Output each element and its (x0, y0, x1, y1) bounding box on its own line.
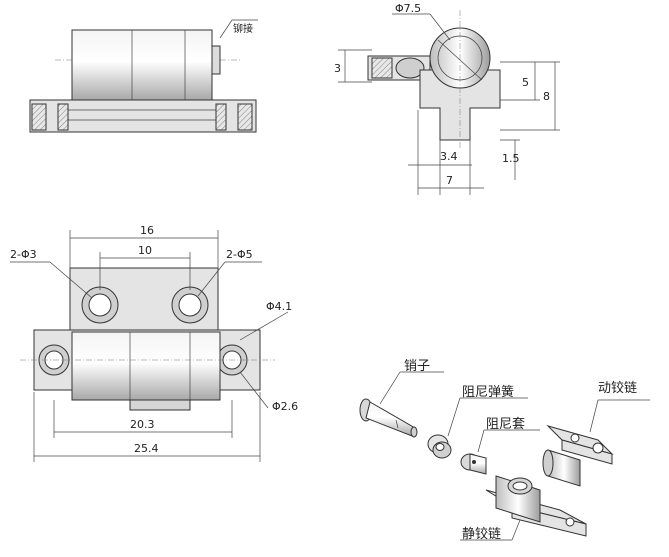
dim-span-16: 16 (140, 224, 154, 237)
static-hinge-label: 静铰链 (462, 527, 501, 542)
dim-side-3: 3 (334, 62, 341, 75)
front-barrel (71, 29, 213, 101)
dim-side-1-5: 1.5 (502, 152, 520, 165)
static-hinge-part (485, 475, 587, 537)
dim-side-5: 5 (522, 76, 529, 89)
dim-side-diameter: Φ7.5 (395, 2, 421, 15)
pin-label: 销子 (404, 359, 430, 374)
front-view: 铆接 (29, 19, 258, 133)
dim-inner-hole: Φ2.6 (272, 400, 298, 413)
dim-outer-hole: Φ4.1 (266, 300, 292, 313)
dim-side-8: 8 (543, 90, 550, 103)
dim-holes-small: 2-Φ3 (10, 248, 37, 261)
rivet-label: 铆接 (233, 22, 253, 35)
damping-sleeve-part (460, 453, 487, 475)
exploded-view: 销子 阻尼弹簧 阻尼套 动铰链 (359, 359, 650, 542)
damping-spring-part (427, 434, 452, 459)
dim-span-25-4: 25.4 (134, 442, 159, 455)
dim-span-20-3: 20.3 (130, 418, 155, 431)
damping-spring-label: 阻尼弹簧 (462, 384, 514, 400)
top-view: 16 10 2-Φ3 2-Φ5 Φ4.1 Φ2.6 20.3 25.4 (10, 224, 298, 462)
dim-holes-large: 2-Φ5 (226, 248, 253, 261)
side-view: 3 5 8 1.5 3.4 7 Φ7.5 (334, 2, 560, 195)
pin-part (359, 398, 418, 438)
moving-hinge-part (542, 425, 614, 487)
moving-hinge-label: 动铰链 (598, 381, 637, 396)
dim-side-3-4: 3.4 (440, 150, 458, 163)
dim-span-10: 10 (138, 244, 152, 257)
damping-sleeve-label: 阻尼套 (486, 416, 525, 432)
dim-side-7: 7 (446, 174, 453, 187)
